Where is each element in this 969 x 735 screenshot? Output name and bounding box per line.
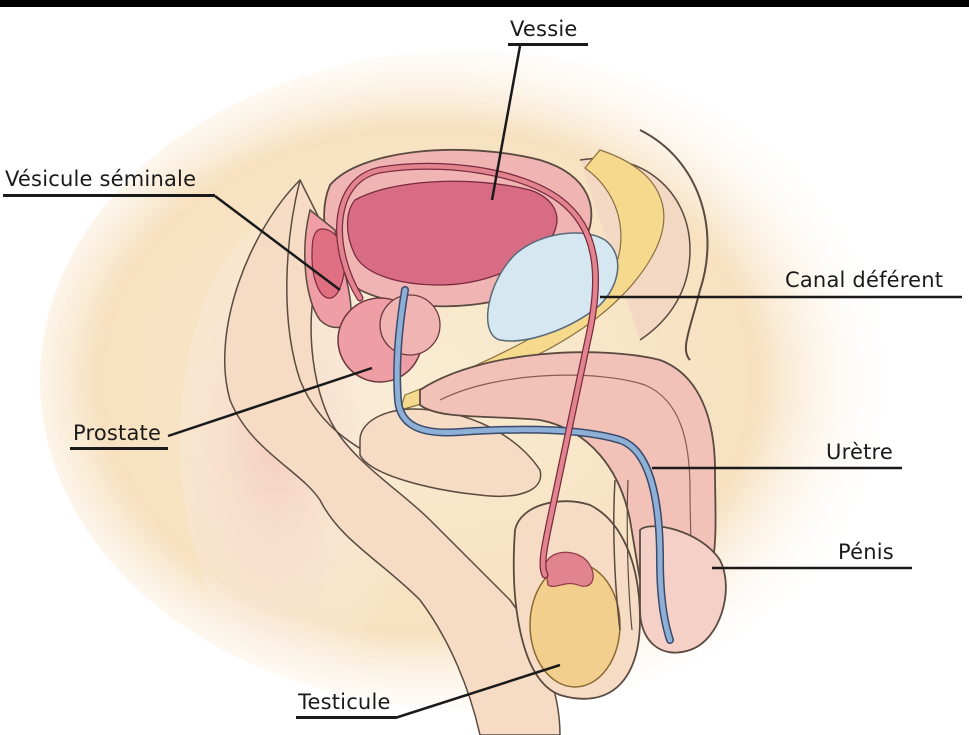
label-canal-deferent: Canal déférent [785, 268, 943, 292]
prostate-upper [380, 295, 440, 355]
underline-vessie [508, 43, 588, 46]
label-vessie: Vessie [510, 17, 578, 41]
label-vesicule-seminale: Vésicule séminale [5, 167, 196, 191]
label-penis: Pénis [838, 540, 894, 564]
underline-testicule [296, 716, 396, 719]
label-uretre: Urètre [826, 440, 893, 464]
underline-prostate [70, 447, 168, 450]
label-testicule: Testicule [298, 690, 391, 714]
underline-vesicule-seminale [3, 194, 215, 197]
label-prostate: Prostate [73, 421, 161, 445]
